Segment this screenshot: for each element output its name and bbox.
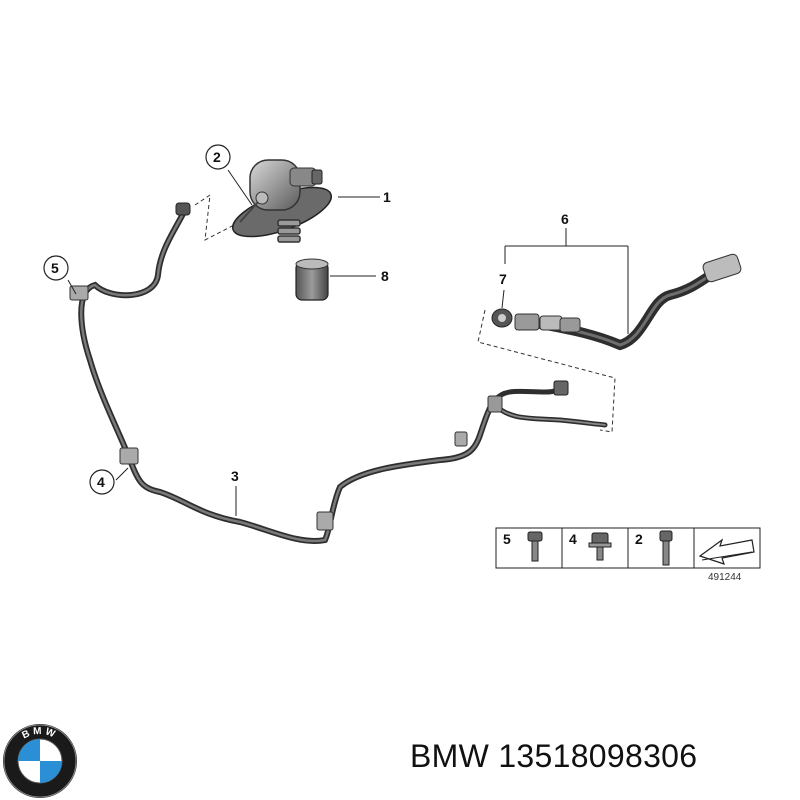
caption-part-number: 13518098306	[498, 738, 698, 774]
screw-2-icon	[659, 530, 673, 566]
callout-labels: 1 2 3 4 5 6 7 8	[43, 144, 569, 495]
screw-5-icon	[527, 531, 543, 562]
pump-cap-8	[295, 258, 329, 301]
high-pressure-pump-1	[231, 159, 333, 243]
caption-brand: BMW	[410, 738, 490, 774]
dashed-connector-line	[477, 309, 616, 433]
callout-6: 6	[561, 211, 569, 227]
parts-box-label-2: 2	[635, 531, 643, 547]
callout-7: 7	[499, 271, 507, 287]
dashed-connector-pump	[194, 193, 241, 241]
parts-box-label-4: 4	[569, 531, 577, 547]
fuel-line-3	[69, 202, 608, 544]
leader-lines	[67, 169, 505, 516]
parts-box-label-5: 5	[503, 531, 511, 547]
bolt-2	[239, 201, 259, 223]
callout-2: 2	[213, 149, 221, 165]
callout-bracket-6	[504, 228, 629, 334]
part-caption: BMW 13518098306	[410, 738, 697, 775]
reference-number: 491244	[708, 572, 742, 583]
bmw-roundel-icon: BMW	[3, 724, 77, 798]
callout-8: 8	[381, 268, 389, 284]
callout-4: 4	[97, 474, 105, 490]
fuel-line-6	[514, 253, 742, 351]
sealing-ring-7	[491, 308, 513, 328]
callout-1: 1	[383, 189, 391, 205]
screw-4-icon	[588, 532, 612, 561]
arrow-icon	[698, 538, 755, 565]
callout-5: 5	[51, 260, 59, 276]
svg-text:BMW: BMW	[20, 726, 59, 742]
callout-3: 3	[231, 468, 239, 484]
small-parts-box: 5 4 2 491244	[495, 527, 761, 583]
